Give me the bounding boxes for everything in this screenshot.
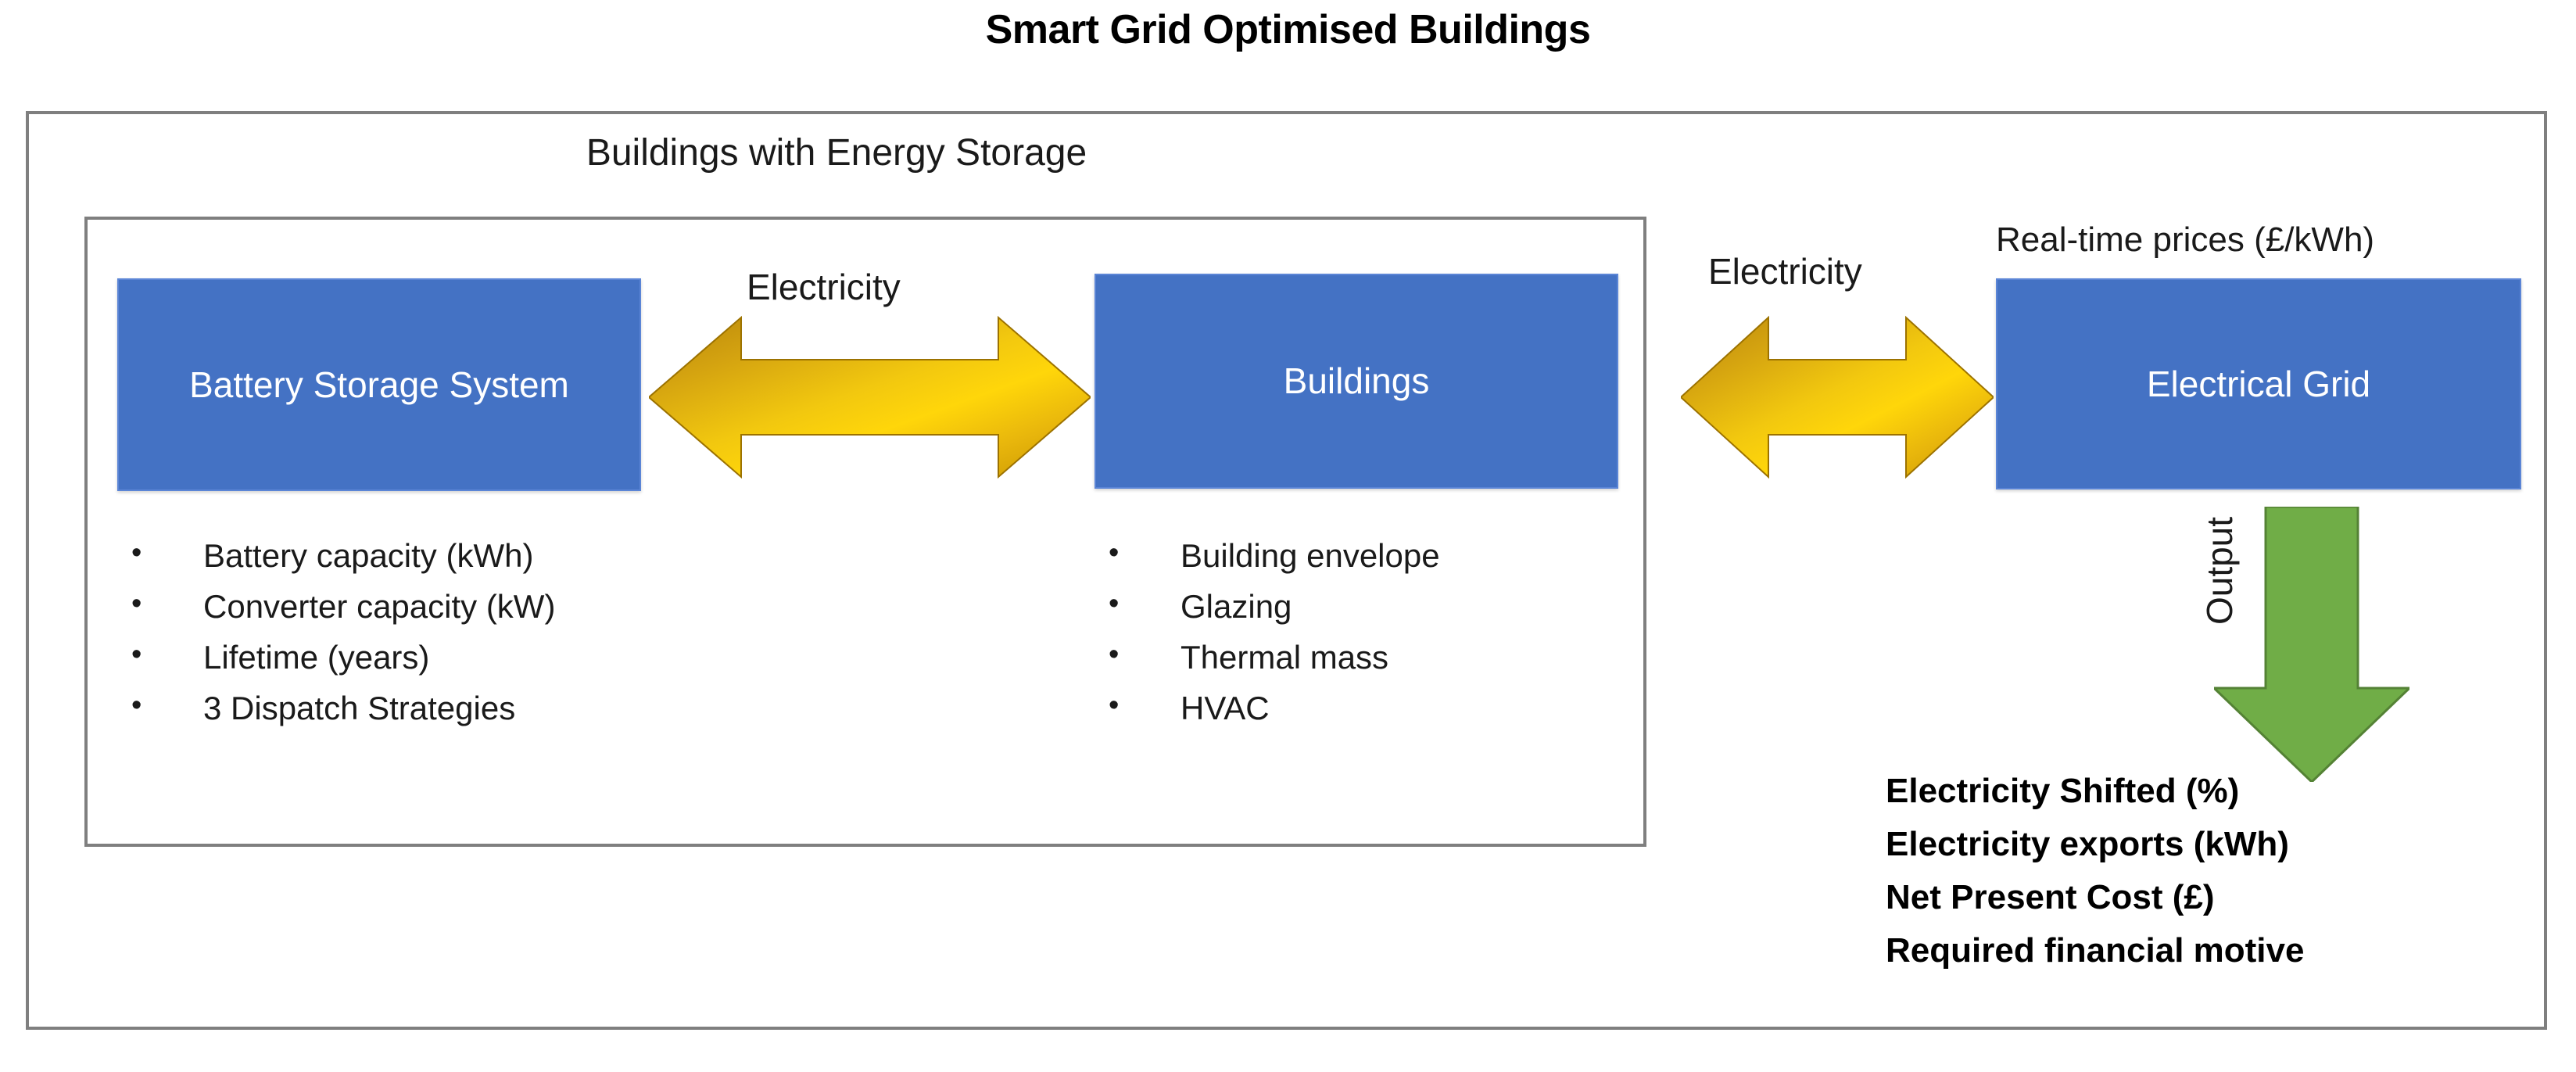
list-item: Converter capacity (kW) [117,589,555,623]
node-buildings[interactable]: Buildings [1095,274,1618,489]
node-electrical-grid[interactable]: Electrical Grid [1996,278,2521,489]
list-item: HVAC [1095,690,1440,725]
list-item: Net Present Cost (£) [1886,878,2215,916]
list-item: Lifetime (years) [117,640,555,674]
list-item: Battery capacity (kWh) [117,538,555,572]
node-battery-label: Battery Storage System [189,364,569,405]
storage-group-frame [84,217,1646,847]
list-item: Glazing [1095,589,1440,623]
buildings-attribute-list: Building envelope Glazing Thermal mass H… [1095,538,1440,743]
arrow-label-electricity-left: Electricity [747,267,901,307]
double-arrow-electricity-battery-buildings [649,315,1091,479]
list-item: Required financial motive [1886,931,2305,970]
list-item: Building envelope [1095,538,1440,572]
arrow-label-output: Output [2199,516,2240,626]
arrow-label-electricity-right: Electricity [1708,251,1862,292]
list-item: Electricity Shifted (%) [1886,772,2240,810]
list-item: Electricity exports (kWh) [1886,825,2289,863]
battery-attribute-list: Battery capacity (kWh) Converter capacit… [117,538,555,743]
storage-group-title: Buildings with Energy Storage [586,132,1087,174]
page-title: Smart Grid Optimised Buildings [985,7,1591,52]
node-battery-storage-system[interactable]: Battery Storage System [117,278,641,491]
double-arrow-electricity-buildings-grid [1681,315,1994,479]
list-item: Thermal mass [1095,640,1440,674]
output-metrics-list: Electricity Shifted (%) Electricity expo… [1886,774,2304,987]
list-item: 3 Dispatch Strategies [117,690,555,725]
node-buildings-label: Buildings [1283,360,1430,402]
down-arrow-output-icon [2214,507,2409,782]
grid-realtime-prices-caption: Real-time prices (£/kWh) [1996,220,2375,259]
node-grid-label: Electrical Grid [2146,363,2371,404]
